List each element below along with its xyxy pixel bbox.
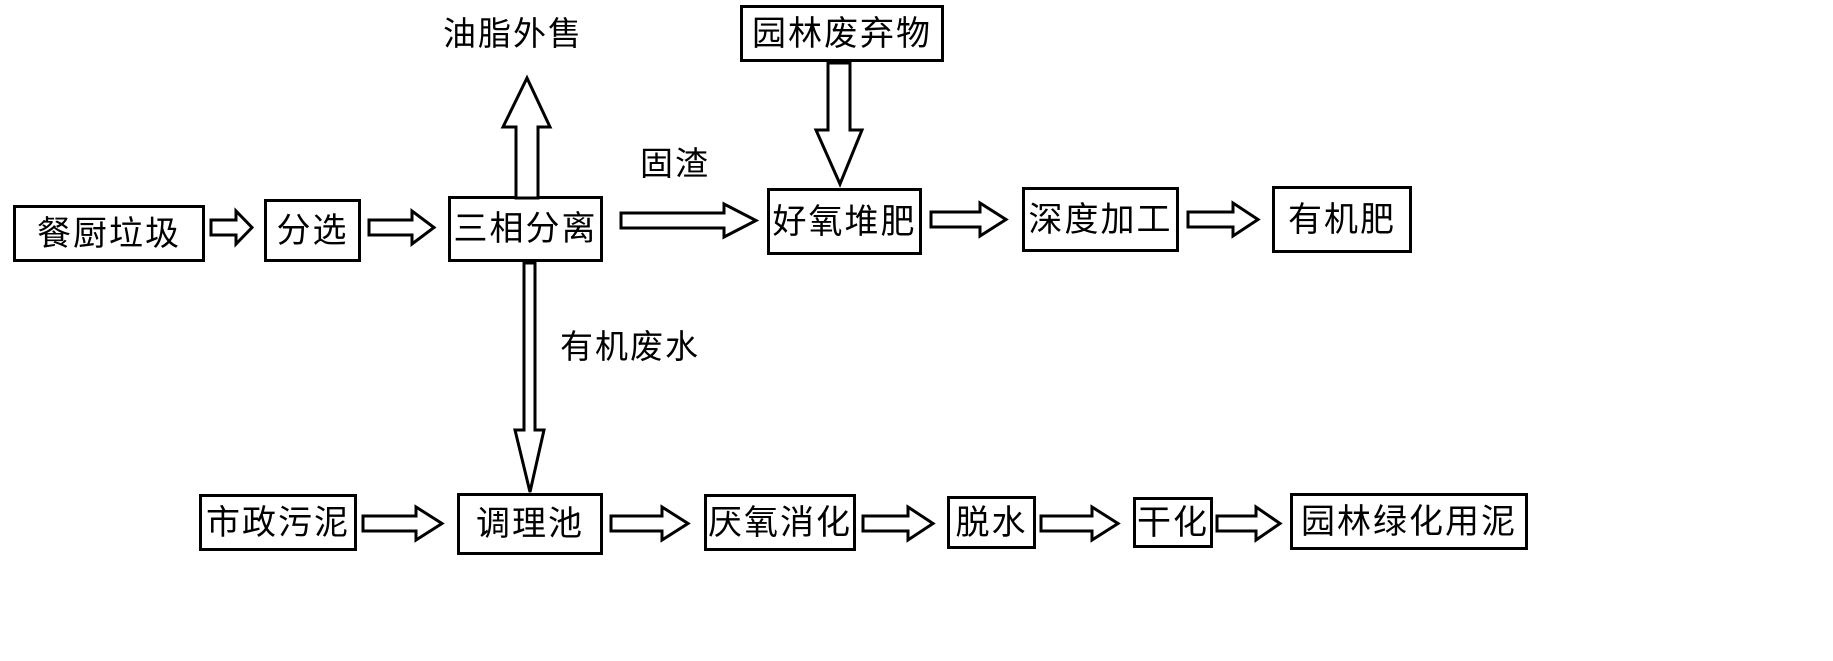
node-sorting[interactable]: 分选 [264,199,361,262]
node-label: 市政污泥 [206,506,350,540]
node-label: 厌氧消化 [708,506,852,540]
edge-label-organic-wastewater: 有机废水 [560,330,700,363]
node-label: 脱水 [956,506,1028,540]
node-label: 餐厨垃圾 [37,217,181,251]
arrow-gardenwaste-to-aerobic [810,62,870,190]
node-kitchen-waste[interactable]: 餐厨垃圾 [13,205,205,262]
node-label: 分选 [277,214,349,248]
arrow-sorting-to-threephase [368,206,446,251]
node-municipal-sludge[interactable]: 市政污泥 [199,494,357,551]
node-label: 调理池 [476,507,584,541]
node-label: 园林废弃物 [752,17,932,51]
node-landscape-soil[interactable]: 园林绿化用泥 [1290,493,1528,550]
node-aerobic-composting[interactable]: 好氧堆肥 [767,188,922,255]
edge-label-solid-residue: 固渣 [640,147,710,180]
arrow-threephase-to-aerobic [620,199,765,244]
node-label: 园林绿化用泥 [1301,505,1517,539]
node-conditioning-tank[interactable]: 调理池 [457,493,603,555]
arrow-threephase-to-oilsale [498,70,558,200]
node-label: 三相分离 [454,212,598,246]
node-garden-waste[interactable]: 园林废弃物 [740,5,944,62]
edge-label-oil-sale: 油脂外售 [443,17,583,50]
arrow-sludge-to-tank [362,502,454,547]
node-label: 有机肥 [1288,203,1396,237]
arrow-dewater-to-drying [1040,502,1130,547]
node-label: 好氧堆肥 [773,205,917,239]
arrow-deep-to-fertilizer [1187,198,1269,243]
arrow-tank-to-anaerobic [610,502,700,547]
node-deep-processing[interactable]: 深度加工 [1022,187,1179,252]
arrow-aerobic-to-deep [930,198,1018,243]
arrow-anaerobic-to-dewater [862,502,944,547]
node-dewatering[interactable]: 脱水 [947,496,1036,549]
node-three-phase-separation[interactable]: 三相分离 [448,196,603,262]
node-label: 干化 [1137,506,1209,540]
arrow-drying-to-landscape [1216,502,1290,547]
node-drying[interactable]: 干化 [1133,497,1213,548]
arrow-kitchen-to-sorting [210,206,262,251]
node-label: 深度加工 [1029,203,1173,237]
node-organic-fertilizer[interactable]: 有机肥 [1272,186,1412,253]
arrow-threephase-to-tank [510,262,554,494]
node-anaerobic-digestion[interactable]: 厌氧消化 [704,494,856,551]
